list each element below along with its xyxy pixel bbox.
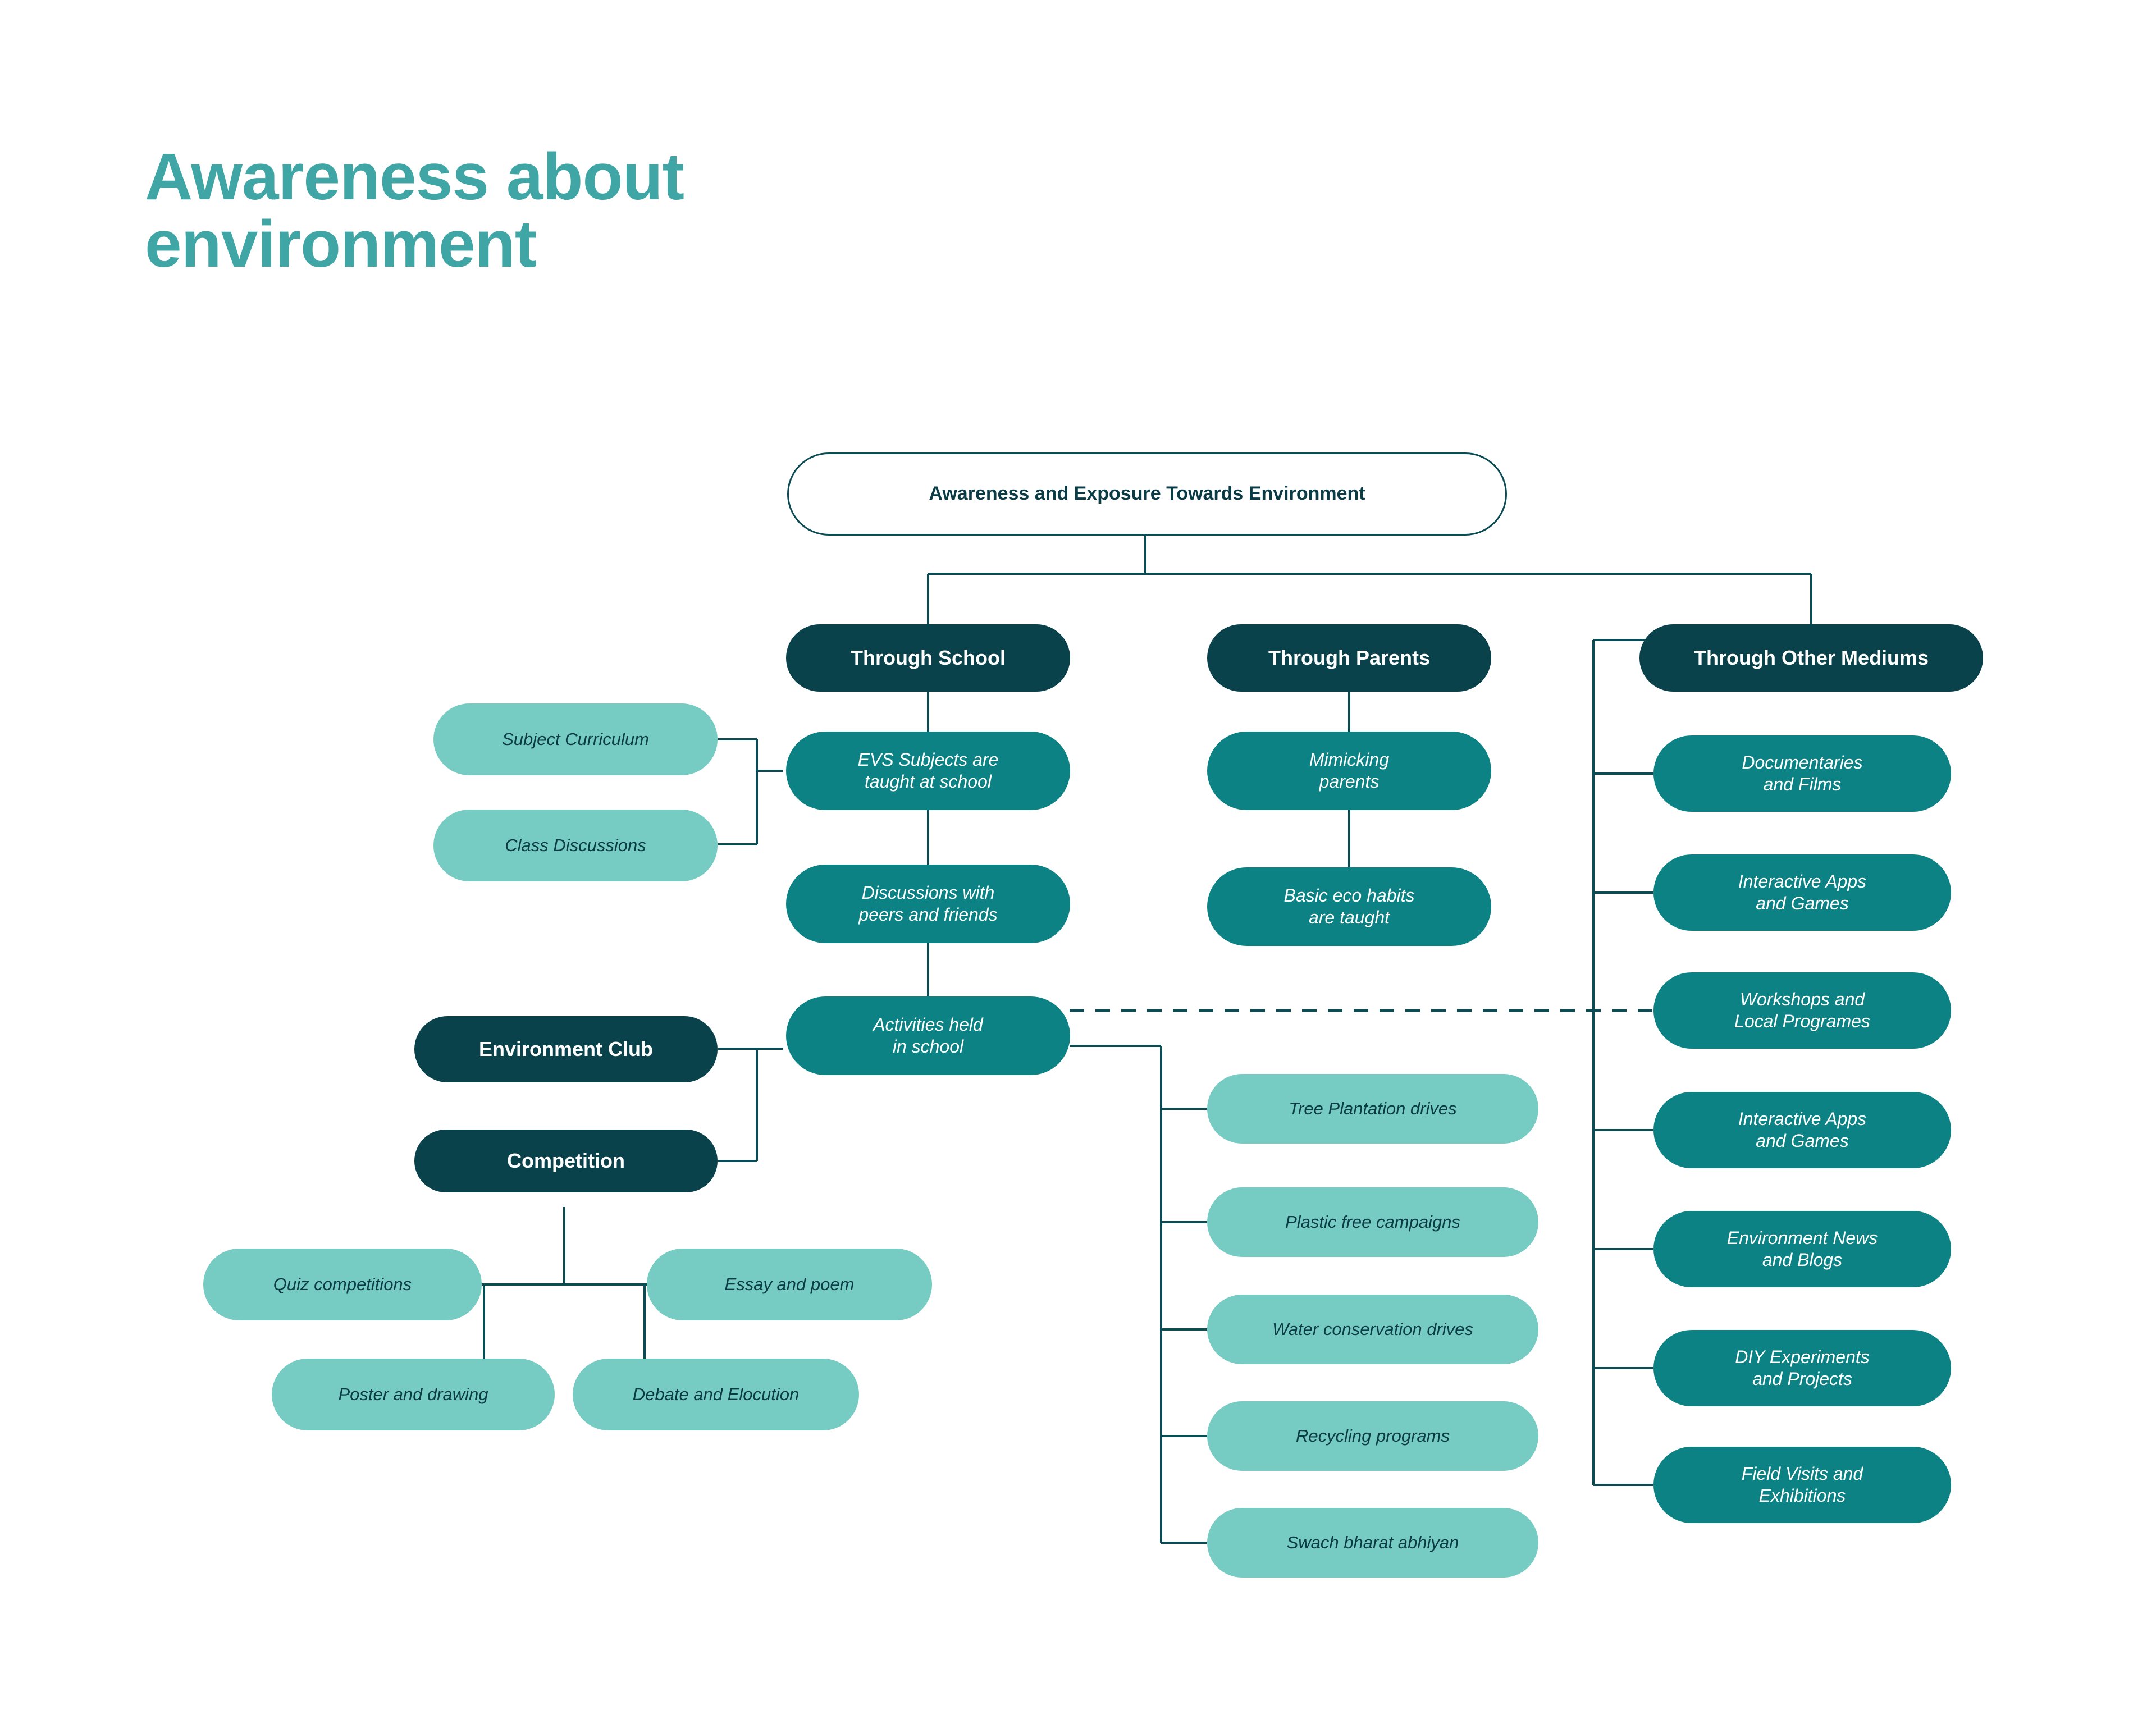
node-peer-discussions[interactable]: Discussions with peers and friends — [786, 865, 1070, 943]
node-subject-curriculum[interactable]: Subject Curriculum — [433, 703, 718, 775]
node-diy-experiments-and-projects[interactable]: DIY Experiments and Projects — [1653, 1330, 1951, 1406]
node-plastic-free-campaigns[interactable]: Plastic free campaigns — [1207, 1187, 1538, 1257]
node-field-visits-and-exhibitions[interactable]: Field Visits and Exhibitions — [1653, 1447, 1951, 1523]
node-workshops-and-local-programes[interactable]: Workshops and Local Programes — [1653, 972, 1951, 1049]
node-documentaries-and-films[interactable]: Documentaries and Films — [1653, 735, 1951, 812]
node-activities-in-school[interactable]: Activities held in school — [786, 996, 1070, 1075]
node-class-discussions[interactable]: Class Discussions — [433, 810, 718, 881]
node-through-other-mediums[interactable]: Through Other Mediums — [1639, 624, 1983, 692]
node-interactive-apps-and-games-2[interactable]: Interactive Apps and Games — [1653, 1092, 1951, 1168]
node-debate-and-elocution[interactable]: Debate and Elocution — [573, 1359, 859, 1430]
node-competition[interactable]: Competition — [414, 1130, 718, 1192]
node-quiz-competitions[interactable]: Quiz competitions — [203, 1249, 482, 1320]
node-mimicking-parents[interactable]: Mimicking parents — [1207, 732, 1491, 810]
node-essay-and-poem[interactable]: Essay and poem — [647, 1249, 932, 1320]
node-tree-plantation-drives[interactable]: Tree Plantation drives — [1207, 1074, 1538, 1144]
page-title: Awareness about environment — [145, 140, 684, 282]
node-basic-eco-habits[interactable]: Basic eco habits are taught — [1207, 867, 1491, 946]
node-interactive-apps-and-games-1[interactable]: Interactive Apps and Games — [1653, 854, 1951, 931]
node-recycling-programs[interactable]: Recycling programs — [1207, 1401, 1538, 1471]
node-through-school[interactable]: Through School — [786, 624, 1070, 692]
node-through-parents[interactable]: Through Parents — [1207, 624, 1491, 692]
node-poster-and-drawing[interactable]: Poster and drawing — [272, 1359, 555, 1430]
node-swach-bharat-abhiyan[interactable]: Swach bharat abhiyan — [1207, 1508, 1538, 1578]
node-root[interactable]: Awareness and Exposure Towards Environme… — [787, 452, 1507, 536]
node-evs-subjects[interactable]: EVS Subjects are taught at school — [786, 732, 1070, 810]
node-environment-club[interactable]: Environment Club — [414, 1016, 718, 1082]
node-environment-news-and-blogs[interactable]: Environment News and Blogs — [1653, 1211, 1951, 1287]
node-water-conservation-drives[interactable]: Water conservation drives — [1207, 1295, 1538, 1364]
